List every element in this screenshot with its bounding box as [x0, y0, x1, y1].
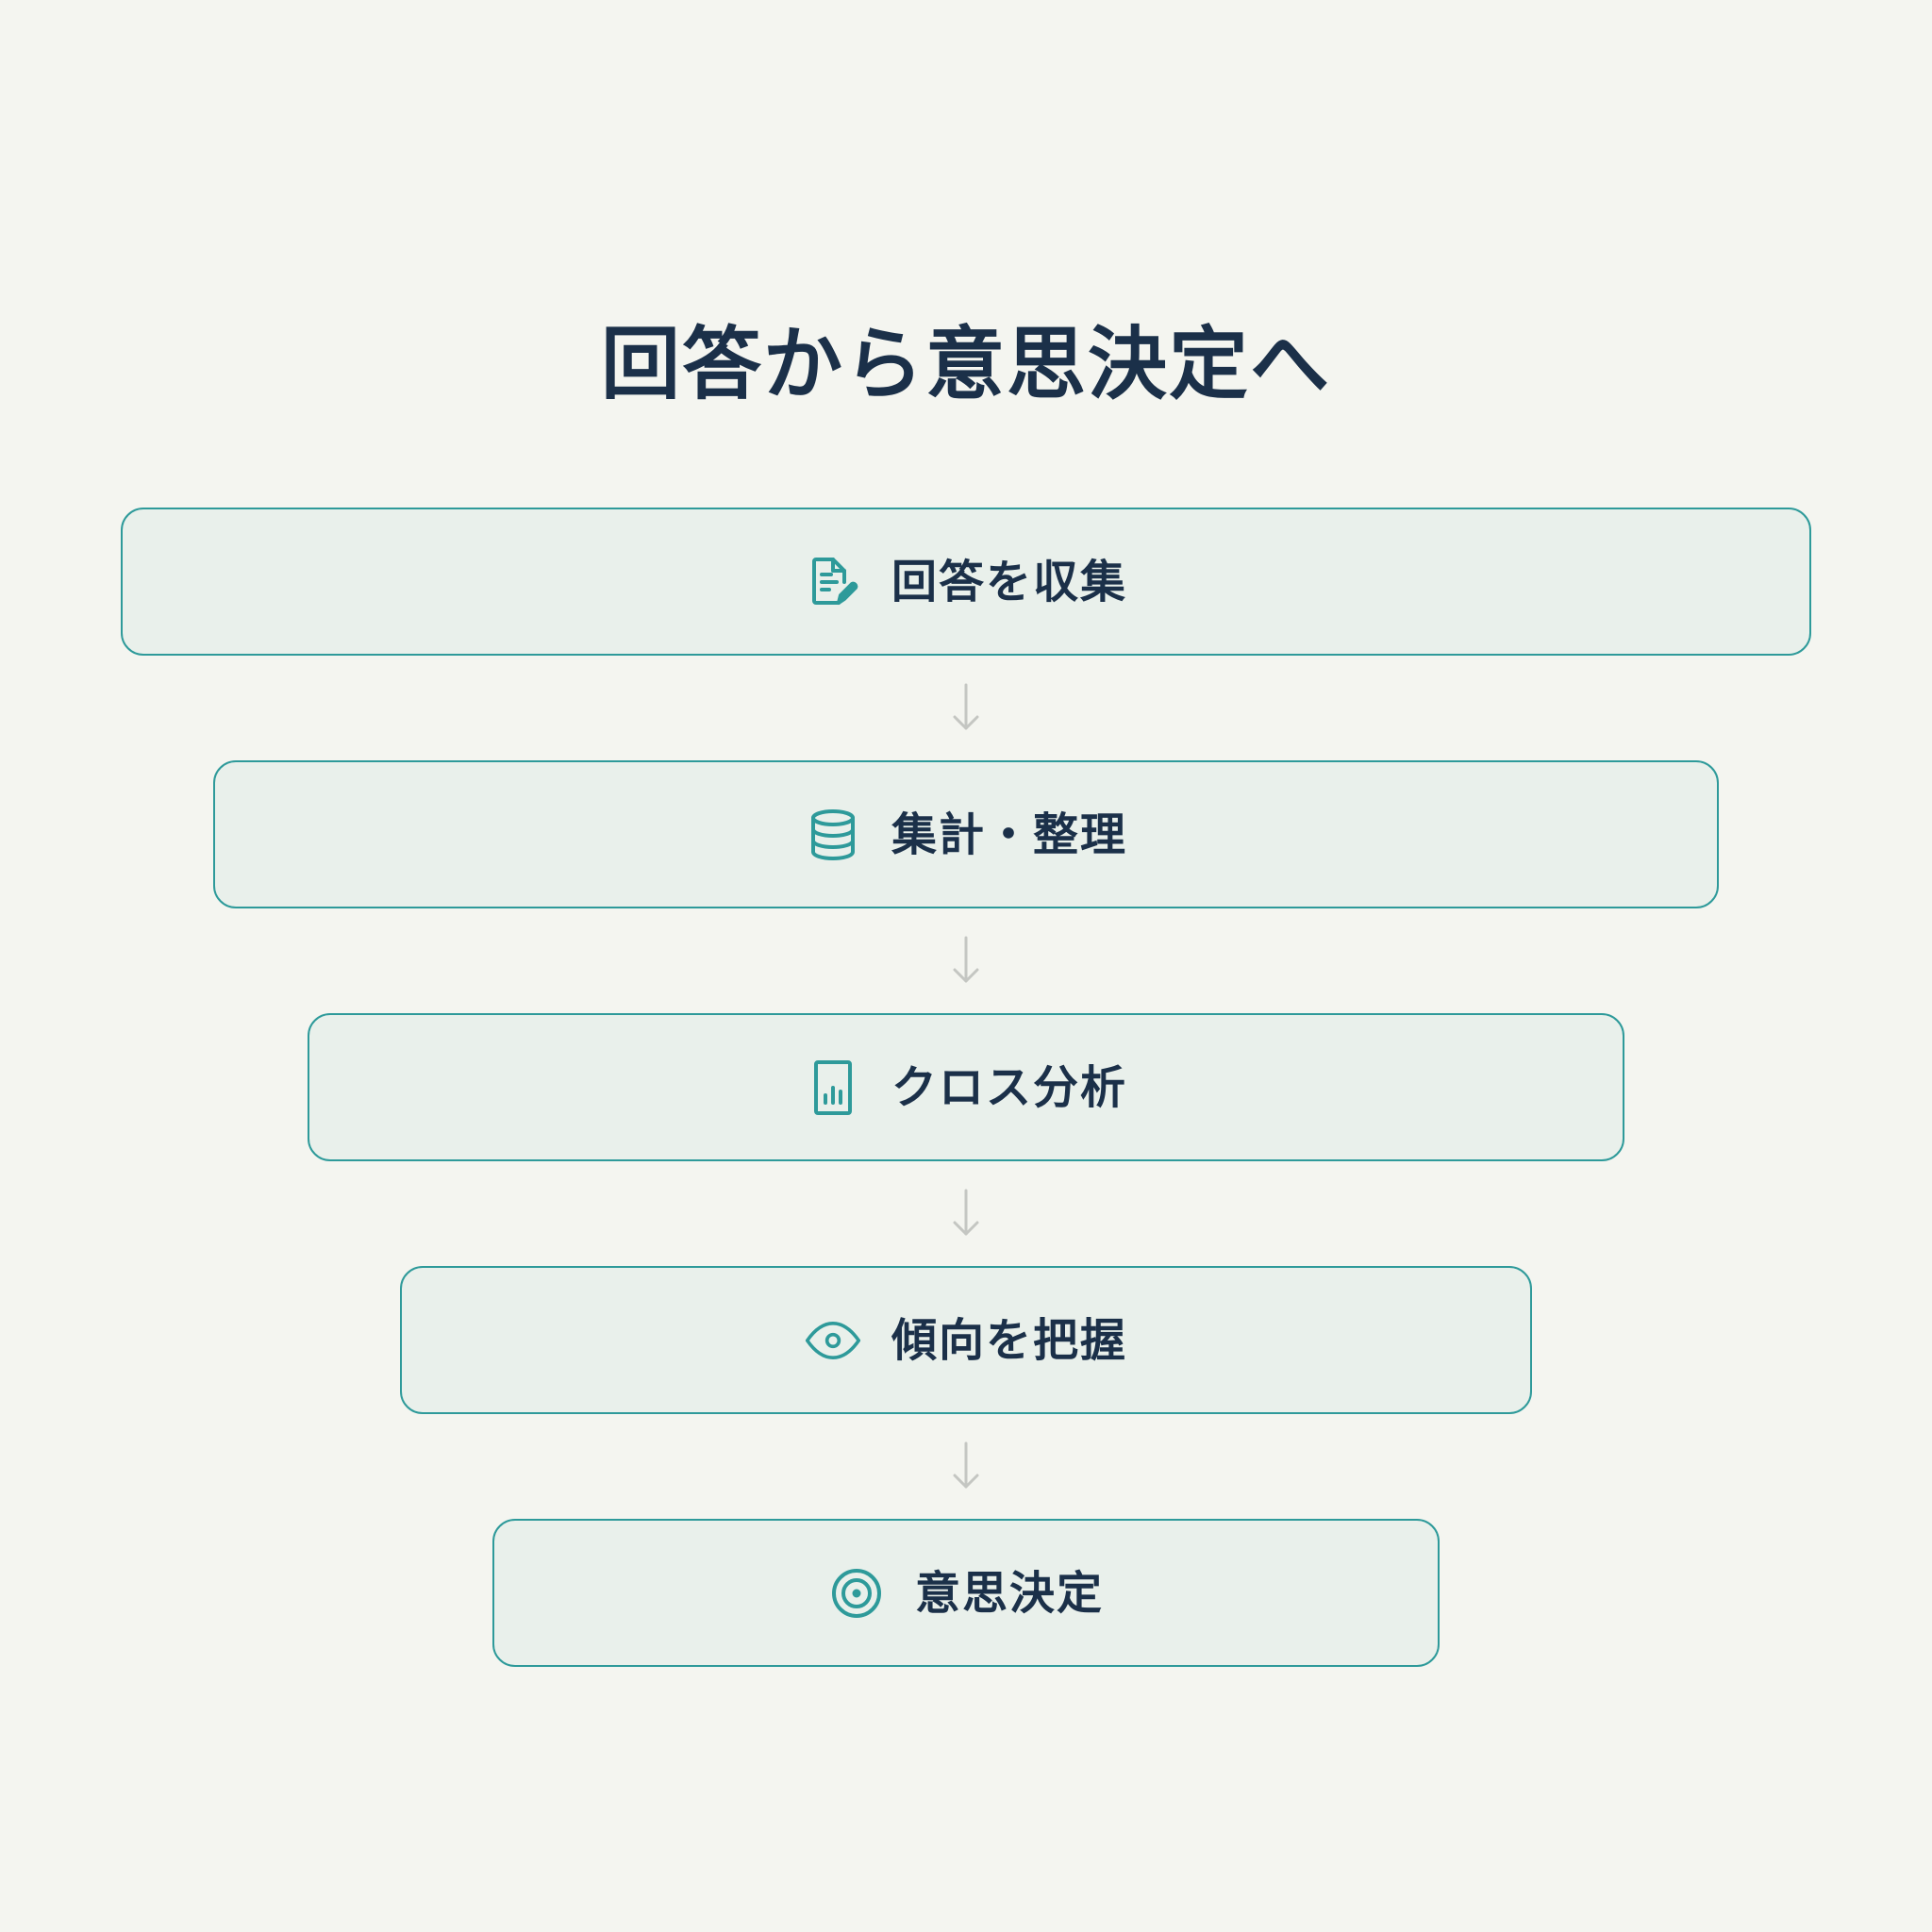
step-collect-responses: 回答を収集: [121, 508, 1811, 656]
step-label: 回答を収集: [891, 555, 1127, 608]
step-label: 意思決定: [914, 1566, 1104, 1620]
step-identify-trends: 傾向を把握: [400, 1266, 1532, 1414]
page-title: 回答から意思決定へ: [600, 318, 1331, 411]
step-label: 傾向を把握: [891, 1313, 1127, 1367]
down-arrow-icon: [953, 683, 979, 730]
target-icon: [828, 1565, 885, 1622]
step-decision-making: 意思決定: [492, 1519, 1440, 1667]
down-arrow-icon: [953, 936, 979, 983]
down-arrow-icon: [953, 1189, 979, 1236]
document-edit-icon: [805, 554, 861, 610]
step-aggregate-organize: 集計・整理: [213, 760, 1719, 908]
down-arrow-icon: [953, 1441, 979, 1489]
step-cross-analysis: クロス分析: [308, 1013, 1624, 1161]
step-label: クロス分析: [891, 1060, 1127, 1114]
database-icon: [805, 807, 861, 863]
step-label: 集計・整理: [891, 808, 1127, 861]
bar-chart-icon: [805, 1059, 861, 1116]
eye-icon: [805, 1312, 861, 1369]
